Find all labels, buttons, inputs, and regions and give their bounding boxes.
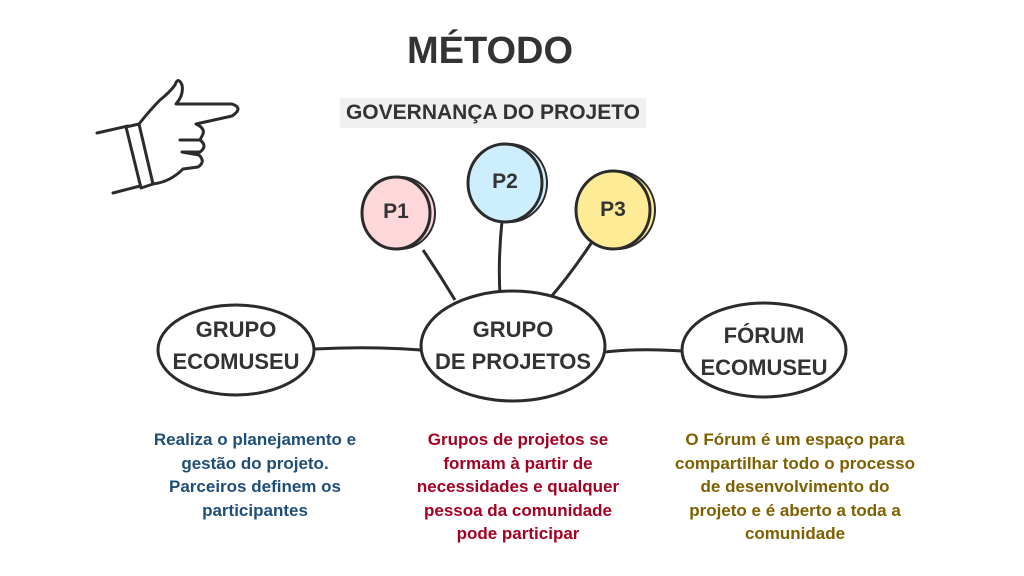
- subtitle: GOVERNANÇA DO PROJETO: [340, 98, 646, 128]
- description-line: participantes: [202, 500, 308, 520]
- node-center-line2: DE PROJETOS: [434, 349, 592, 374]
- project-circle-p3[interactable]: [574, 169, 652, 251]
- node-right-line2: ECOMUSEU: [700, 355, 828, 380]
- description-line: Realiza o planejamento e: [153, 430, 357, 449]
- node-center-label: GRUPO DE PROJETOS: [421, 314, 605, 378]
- node-left-label: GRUPO ECOMUSEU: [158, 314, 314, 378]
- description-center: Grupos de projetos se formam à partir de n…: [383, 428, 653, 546]
- connector-right: [604, 348, 683, 354]
- connector-p1: [421, 249, 457, 301]
- project-label-p3: P3: [600, 198, 626, 221]
- node-grupo-ecomuseu: [156, 303, 316, 397]
- pointing-hand-icon: [95, 79, 240, 195]
- connector-left: [313, 346, 422, 352]
- connectors: [313, 220, 683, 354]
- description-line: pode participar: [456, 524, 580, 543]
- description-left: Realiza o planejamento e gestão do projet…: [120, 428, 390, 522]
- description-line: O Fórum é um espaço para: [685, 430, 905, 449]
- node-left-line2: ECOMUSEU: [172, 349, 300, 374]
- description-line: gestão do projeto.: [181, 453, 329, 473]
- description-line: pessoa da comunidade: [424, 500, 612, 520]
- description-line: formam à partir de: [443, 453, 593, 473]
- project-circle-p1[interactable]: [360, 175, 432, 251]
- node-right-label: FÓRUM ECOMUSEU: [682, 320, 846, 384]
- description-line: compartilhar todo o processo: [675, 453, 915, 473]
- description-line: projeto e é aberto a toda a: [689, 500, 901, 520]
- connector-p2: [497, 220, 504, 296]
- node-center-line1: GRUPO: [472, 317, 554, 342]
- page-title: MÉTODO: [406, 30, 574, 72]
- connector-p3: [548, 241, 594, 299]
- description-line: Grupos de projetos se: [427, 430, 609, 449]
- node-grupo-de-projetos: [419, 289, 607, 403]
- description-right: O Fórum é um espaço para compartilhar tod…: [645, 428, 945, 546]
- project-label-p1: P1: [383, 200, 409, 223]
- description-line: de desenvolvimento do: [700, 477, 890, 496]
- description-line: comunidade: [744, 524, 846, 543]
- project-label-p2: P2: [492, 170, 518, 193]
- node-forum-ecomuseu: [680, 301, 848, 399]
- node-left-line1: GRUPO: [195, 317, 277, 342]
- description-line: Parceiros definem os: [169, 477, 341, 496]
- project-circle-p2[interactable]: [466, 142, 544, 224]
- description-line: necessidades e qualquer: [416, 477, 620, 496]
- node-right-line1: FÓRUM: [723, 323, 805, 348]
